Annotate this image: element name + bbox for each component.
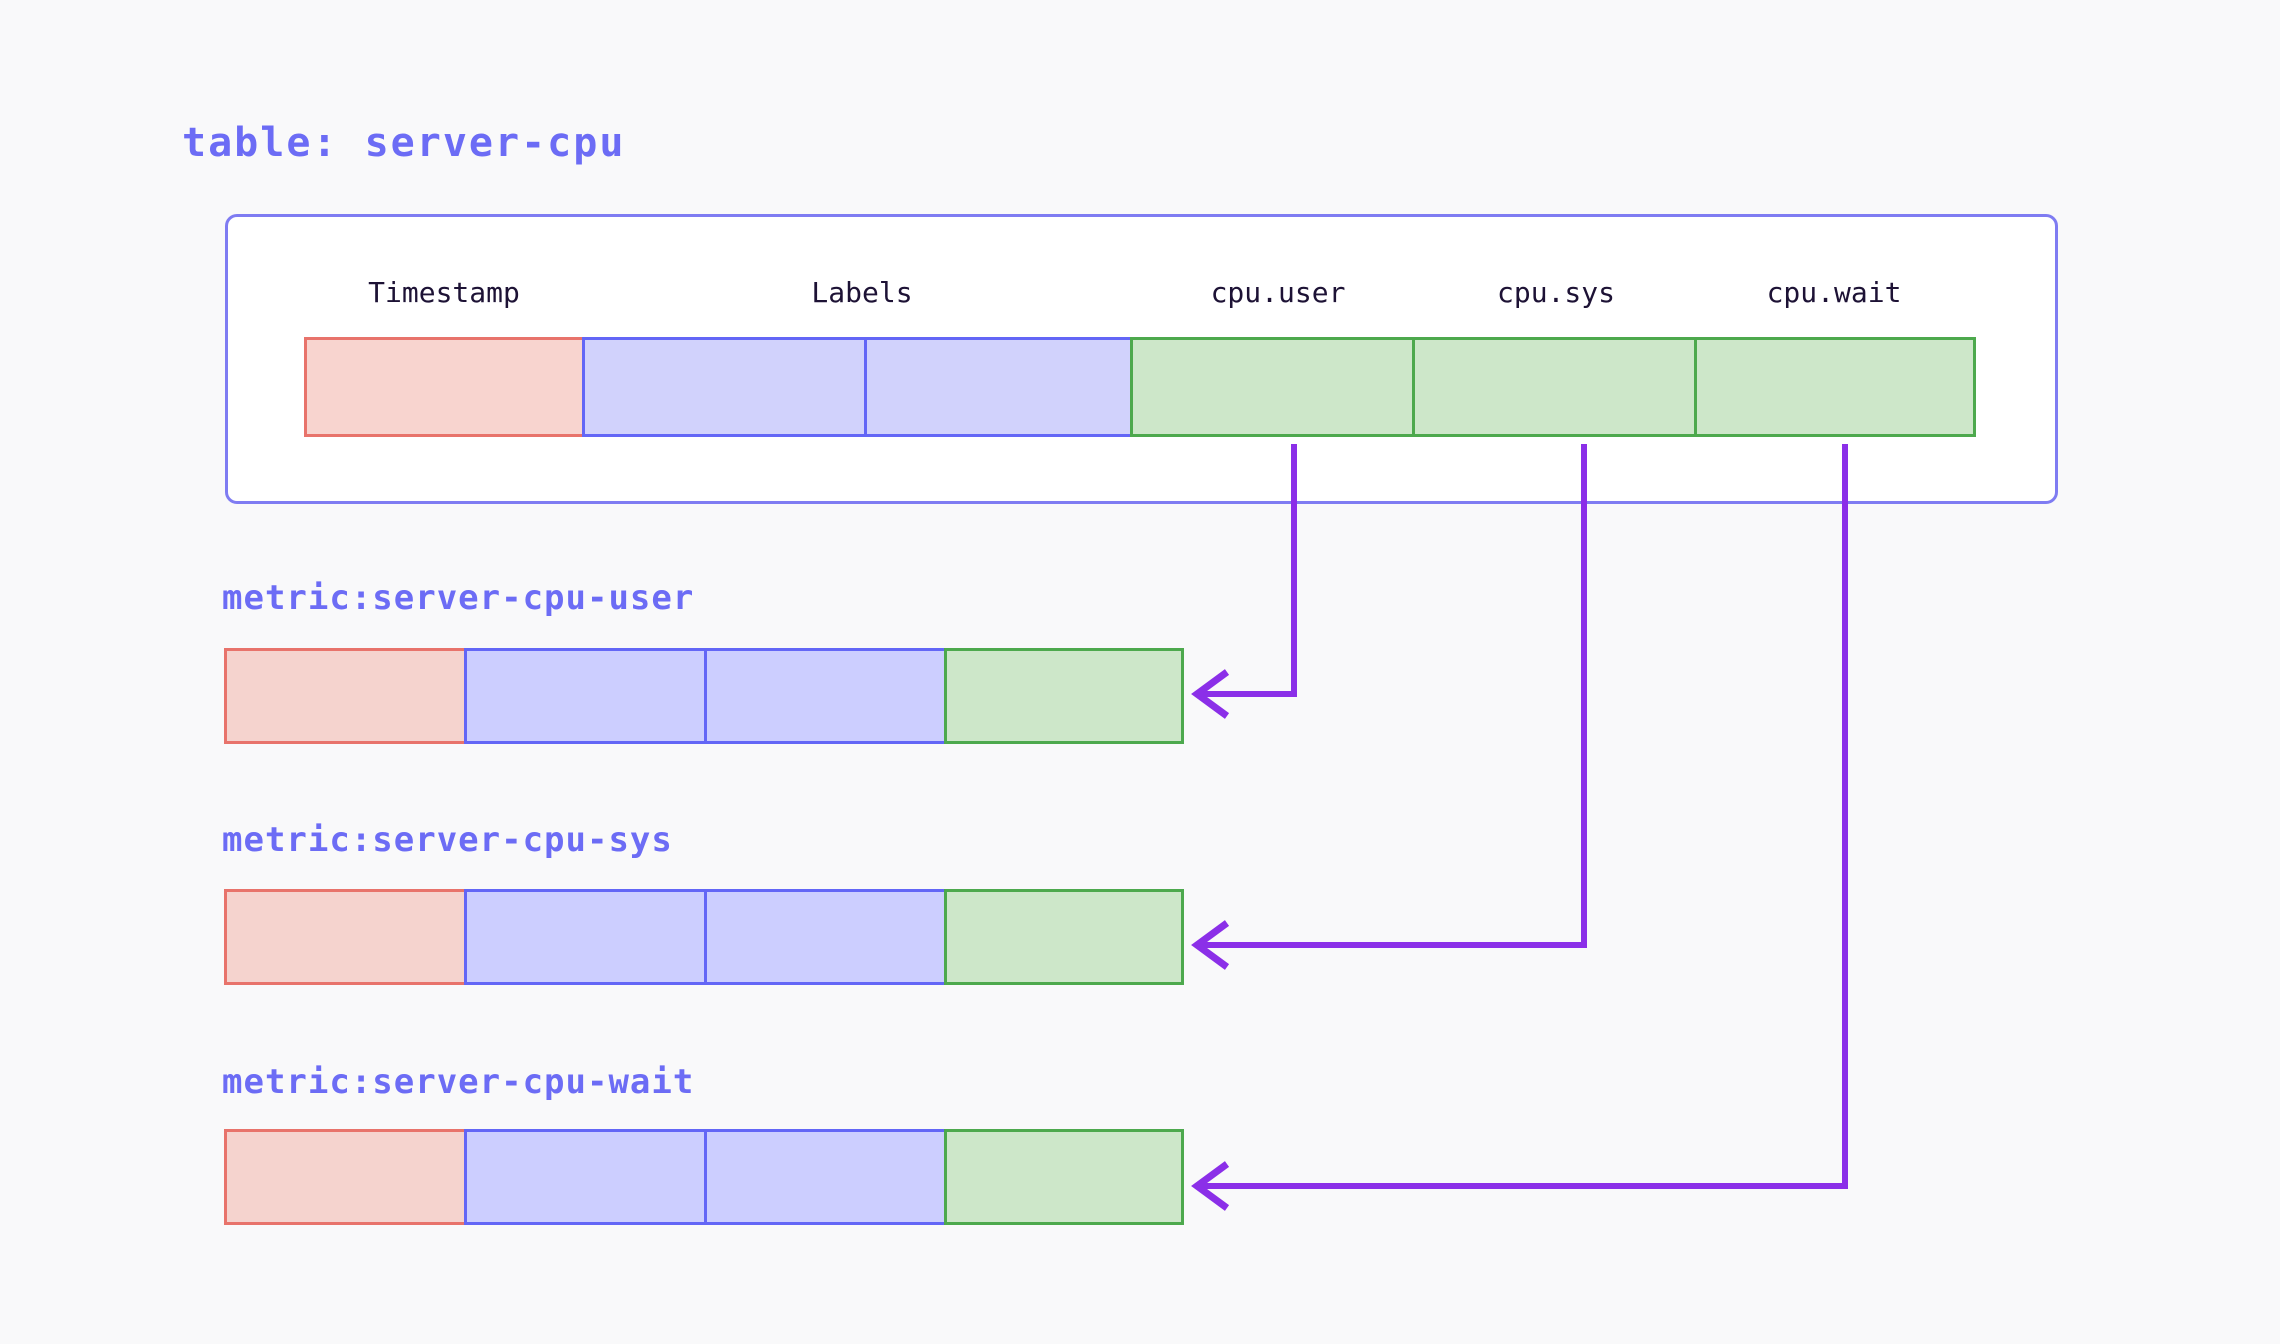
metric-cell-timestamp-0 <box>224 648 464 744</box>
table-cell-labels <box>582 337 864 437</box>
column-header-timestamp: Timestamp <box>368 276 520 309</box>
metric-row-1 <box>224 889 1184 985</box>
table-row <box>304 337 1976 437</box>
column-header-labels: Labels <box>811 276 913 309</box>
column-header-cpu-user: cpu.user <box>1210 276 1346 309</box>
table-cell-cpu-sys <box>1412 337 1694 437</box>
metric-title-2: metric:server-cpu-wait <box>222 1062 695 1102</box>
metric-cell-label-2 <box>704 889 944 985</box>
metric-cell-timestamp-0 <box>224 1129 464 1225</box>
metric-cell-timestamp-0 <box>224 889 464 985</box>
metric-cell-label-2 <box>704 1129 944 1225</box>
metric-cell-label-1 <box>464 889 704 985</box>
connector-cpu-sys <box>1191 444 1587 970</box>
metric-cell-label-1 <box>464 1129 704 1225</box>
metric-row-2 <box>224 1129 1184 1225</box>
table-cell-cpu-wait <box>1694 337 1976 437</box>
metric-cell-value-3 <box>944 1129 1184 1225</box>
connector-cpu-wait <box>1191 444 1848 1211</box>
metric-cell-label-1 <box>464 648 704 744</box>
table-cell-labels-2 <box>864 337 1130 437</box>
column-header-cpu-wait: cpu.wait <box>1766 276 1902 309</box>
table-title: table: server-cpu <box>182 120 626 166</box>
table-cell-timestamp <box>304 337 582 437</box>
table-cell-cpu-user <box>1130 337 1412 437</box>
metric-cell-value-3 <box>944 648 1184 744</box>
metric-row-0 <box>224 648 1184 744</box>
column-header-cpu-sys: cpu.sys <box>1496 276 1615 309</box>
metric-title-0: metric:server-cpu-user <box>222 578 695 618</box>
metric-cell-value-3 <box>944 889 1184 985</box>
metric-cell-label-2 <box>704 648 944 744</box>
metric-title-1: metric:server-cpu-sys <box>222 820 673 860</box>
